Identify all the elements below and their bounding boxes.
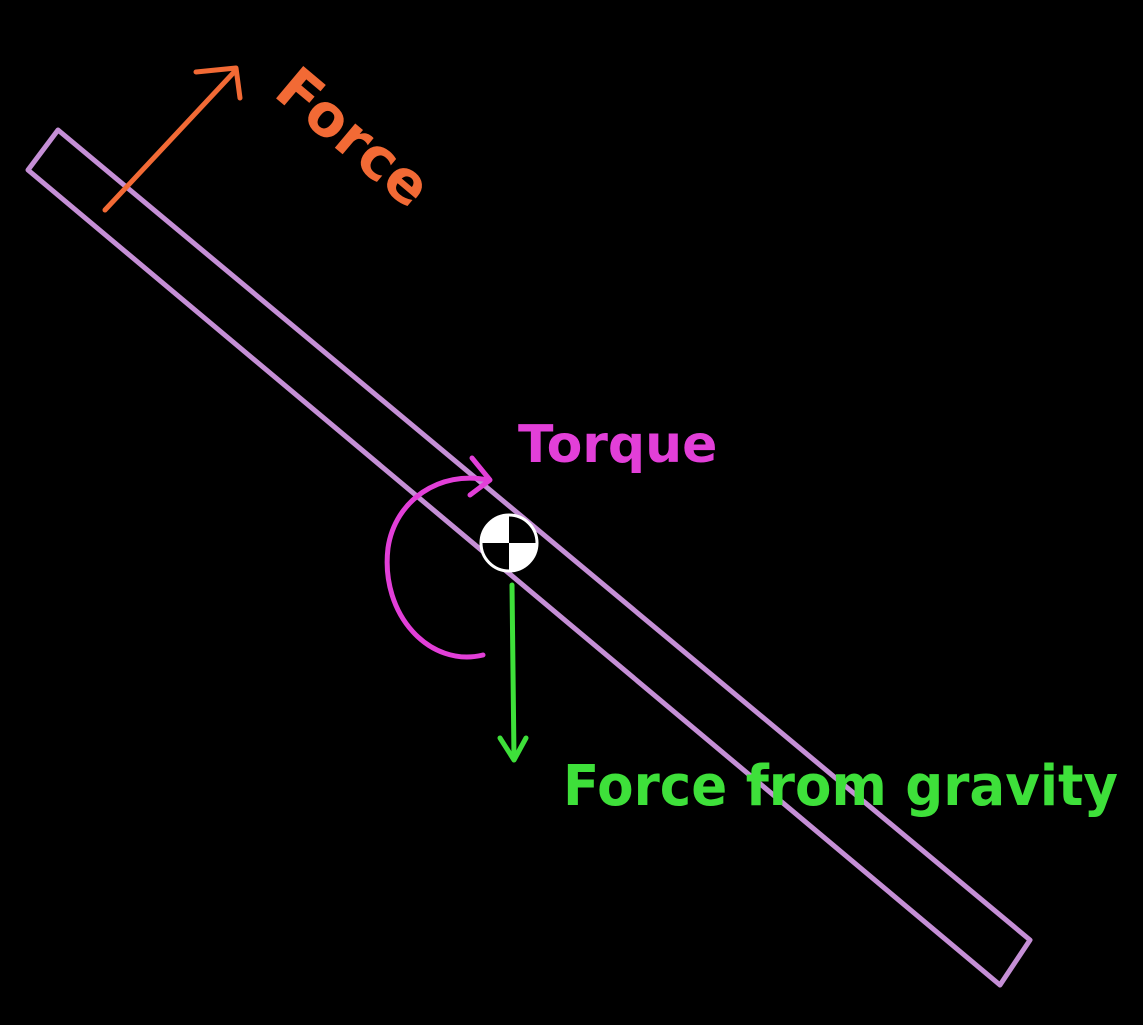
force-arrow bbox=[102, 65, 243, 213]
gravity-arrow bbox=[497, 582, 529, 763]
torque-label: Torque bbox=[518, 415, 717, 475]
center-of-mass-icon bbox=[479, 513, 539, 573]
gravity-label: Force from gravity bbox=[563, 754, 1118, 819]
beam bbox=[25, 127, 1033, 988]
torque-arrow bbox=[384, 455, 493, 660]
